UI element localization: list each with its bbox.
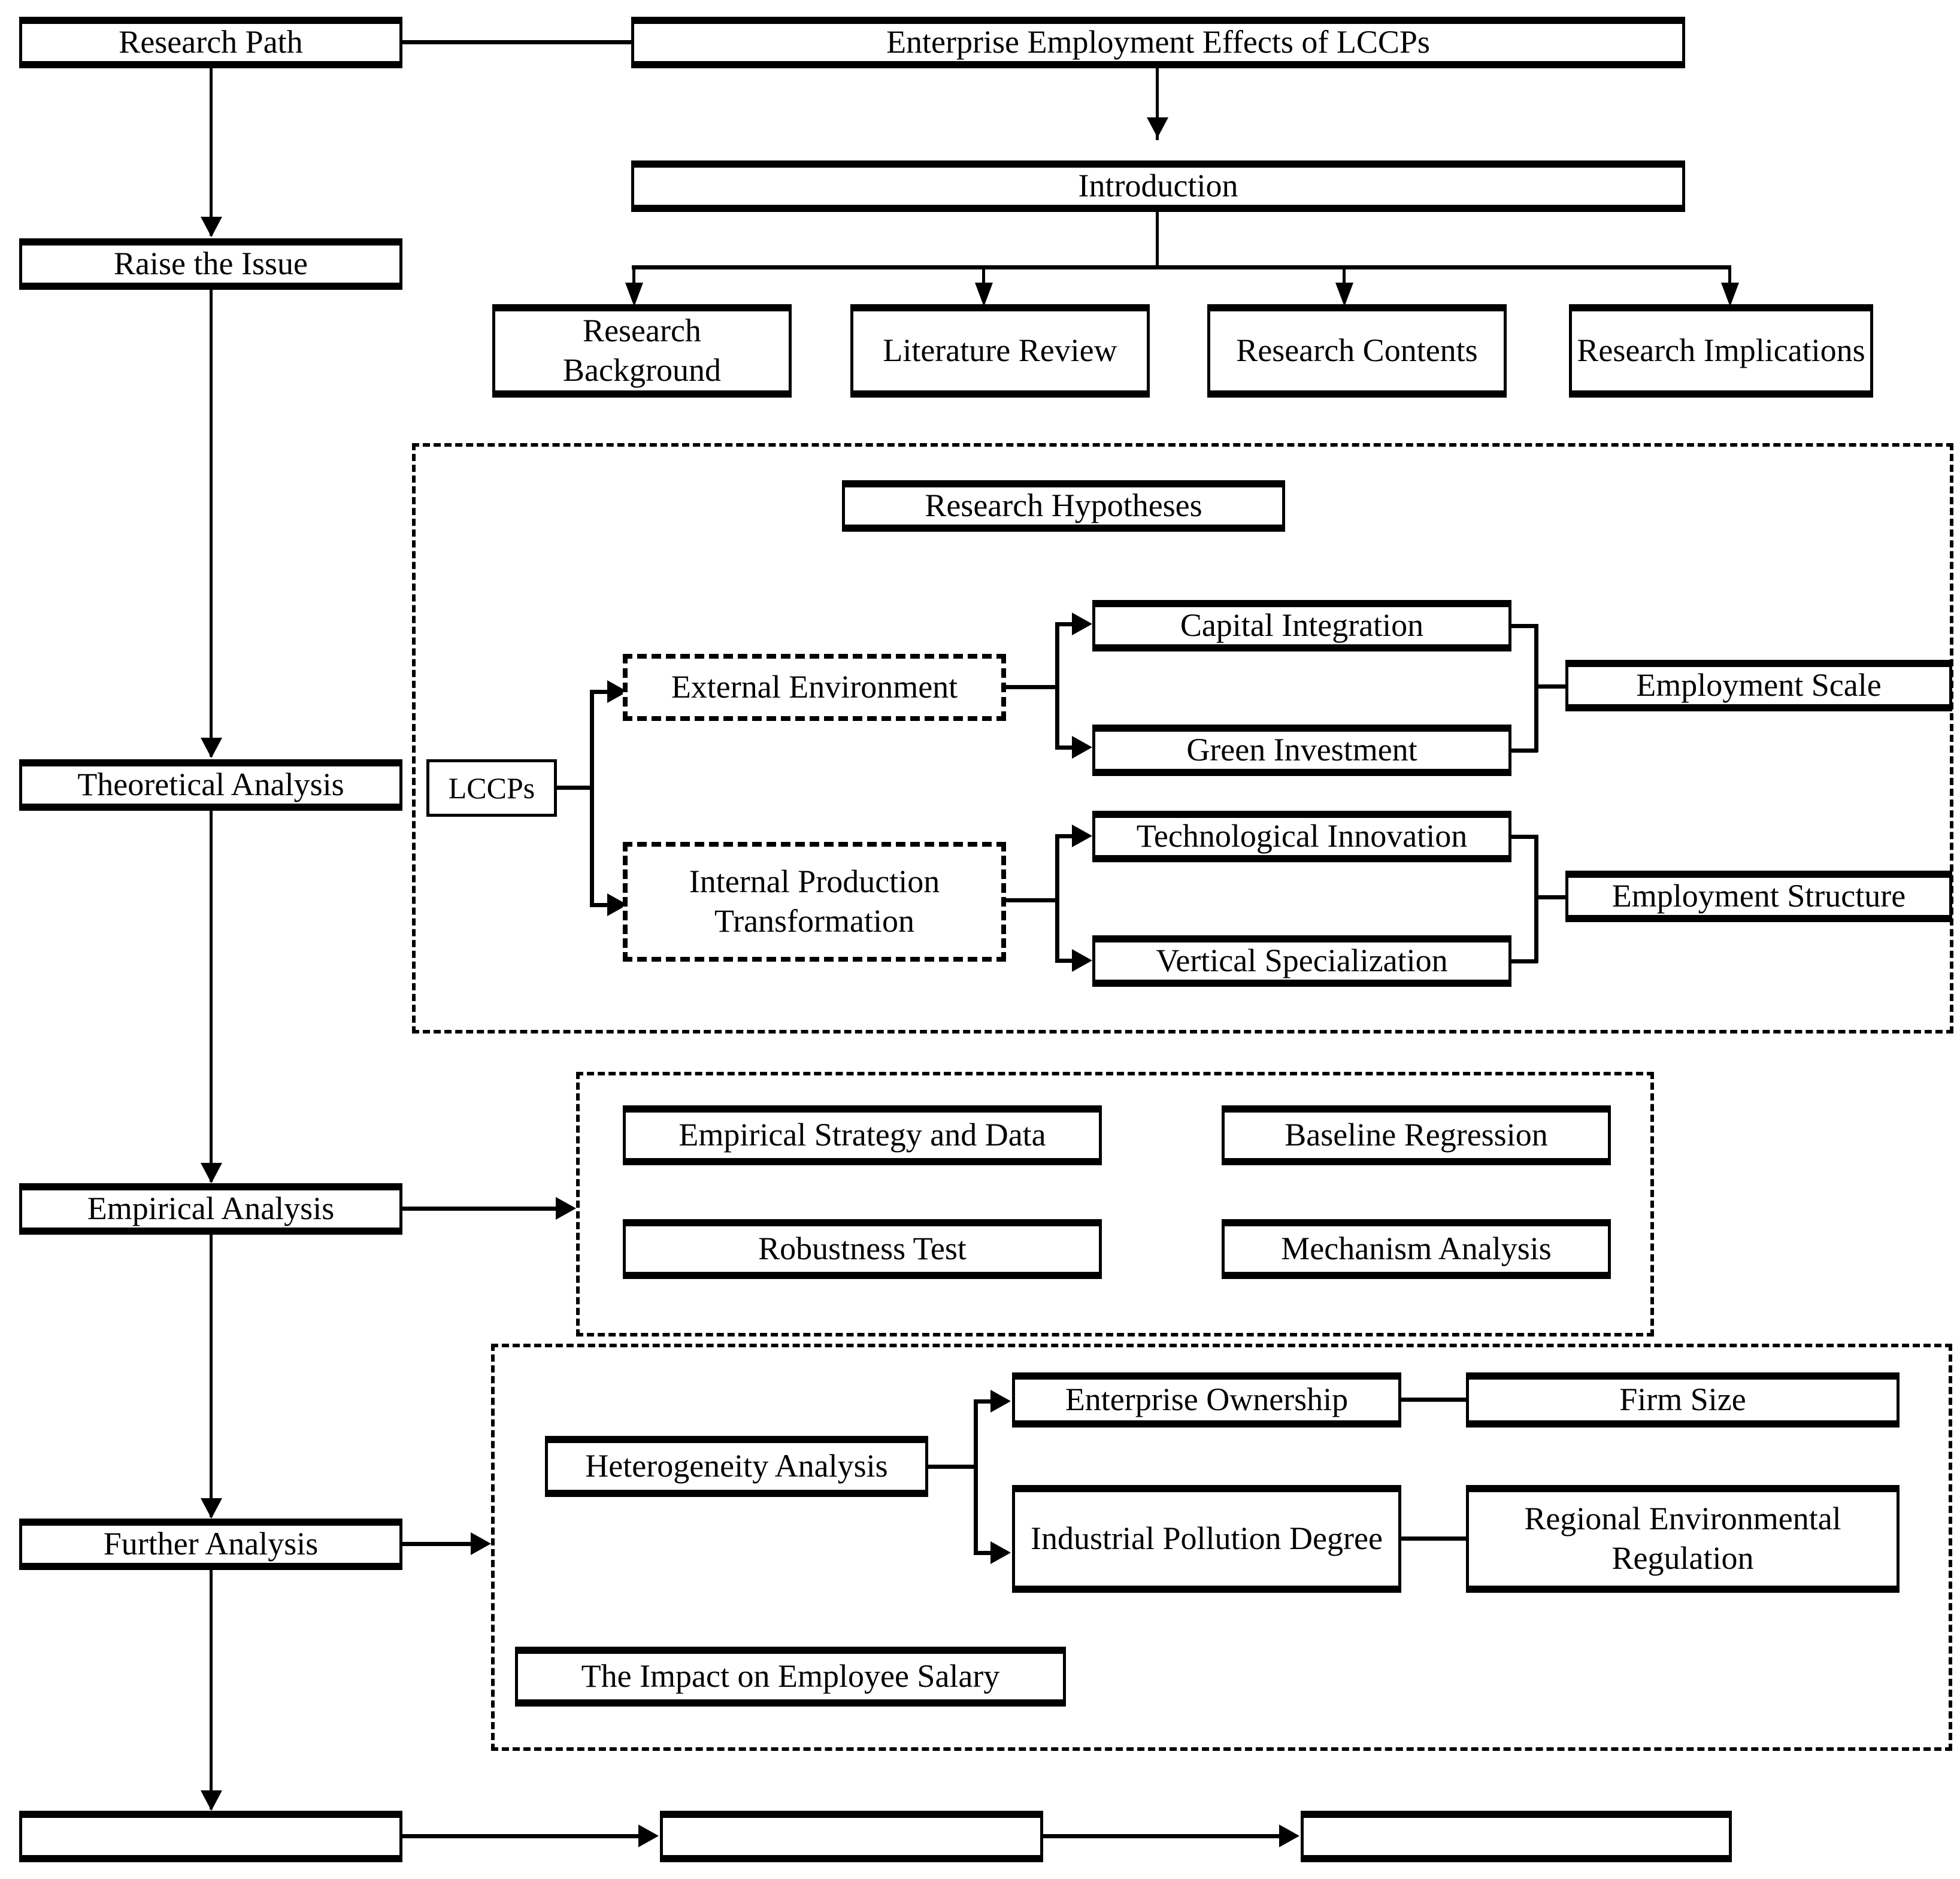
arrowhead-down-summary: [201, 1790, 222, 1811]
connector-further-to-summary: [210, 1570, 213, 1810]
arrowhead-right-technological-innovation: [1072, 825, 1092, 847]
external-environment-box[interactable]: External Environment: [623, 654, 1006, 721]
arrowhead-down-theoretical: [201, 738, 222, 758]
connector-bus-to-employment-structure: [1534, 895, 1568, 899]
connector-vertical-out: [1511, 959, 1538, 963]
further-analysis-group: [491, 1344, 1952, 1751]
connector-research-path-to-raise: [210, 68, 213, 236]
connector-theoretical-to-empirical: [210, 811, 213, 1182]
capital-integration-box[interactable]: Capital Integration: [1092, 600, 1511, 651]
connector-raise-to-theoretical: [210, 290, 213, 757]
connector-intro-drop-2: [982, 265, 985, 295]
connector-external-stem: [1006, 685, 1059, 689]
connector-heterogeneity-stem: [928, 1465, 977, 1469]
industrial-pollution-degree-box[interactable]: Industrial Pollution Degree: [1012, 1485, 1401, 1593]
intro-child-research-implications[interactable]: Research Implications: [1569, 304, 1873, 398]
baseline-regression-box[interactable]: Baseline Regression: [1222, 1105, 1611, 1165]
summary-box[interactable]: [19, 1811, 402, 1862]
arrowhead-down-further: [201, 1498, 222, 1519]
connector-lccps-to-internal: [590, 903, 613, 907]
arrowhead-down-introduction: [1147, 117, 1168, 138]
connector-internal-to-vertical: [1055, 959, 1078, 963]
left-item-empirical-analysis[interactable]: Empirical Analysis: [19, 1183, 402, 1235]
connector-bus-to-employment-scale: [1534, 684, 1568, 689]
connector-intro-stem: [1156, 212, 1159, 267]
intro-child-research-contents[interactable]: Research Contents: [1207, 304, 1507, 398]
left-item-theoretical-analysis[interactable]: Theoretical Analysis: [19, 759, 402, 811]
theoretical-analysis-group: [412, 443, 1953, 1034]
vertical-specialization-box[interactable]: Vertical Specialization: [1092, 935, 1511, 987]
arrowhead-right-enterprise-ownership: [990, 1390, 1011, 1413]
arrowhead-down-empirical: [201, 1163, 222, 1183]
heterogeneity-analysis-box[interactable]: Heterogeneity Analysis: [545, 1436, 928, 1497]
connector-intro-drop-4: [1728, 265, 1731, 295]
firm-size-box[interactable]: Firm Size: [1466, 1372, 1900, 1428]
research-hypotheses-box[interactable]: Research Hypotheses: [842, 480, 1285, 532]
regional-environmental-regulation-box[interactable]: Regional Environmental Regulation: [1466, 1485, 1900, 1593]
arrowhead-right-empirical-group: [556, 1197, 576, 1220]
robustness-test-box[interactable]: Robustness Test: [623, 1219, 1102, 1279]
arrowhead-down-research-implications: [1721, 283, 1739, 307]
empirical-strategy-and-data-box[interactable]: Empirical Strategy and Data: [623, 1105, 1102, 1165]
employment-structure-box[interactable]: Employment Structure: [1565, 871, 1952, 922]
enterprise-ownership-box[interactable]: Enterprise Ownership: [1012, 1372, 1401, 1428]
green-investment-box[interactable]: Green Investment: [1092, 725, 1511, 776]
arrowhead-down-research-contents: [1335, 283, 1353, 307]
connector-internal-bus: [1055, 834, 1059, 961]
connector-heterogeneity-bus: [974, 1399, 978, 1555]
connector-ownership-to-firmsize: [1401, 1398, 1472, 1402]
connector-het-to-ownership: [974, 1399, 996, 1404]
left-item-raise-the-issue[interactable]: Raise the Issue: [19, 238, 402, 290]
connector-capital-out: [1511, 624, 1538, 628]
connector-root-to-introduction: [1156, 68, 1159, 140]
arrowhead-down-research-background: [625, 283, 643, 307]
connector-lccps-bus: [590, 690, 594, 905]
arrowhead-right-conclusions: [638, 1825, 659, 1847]
employee-salary-impact-box[interactable]: The Impact on Employee Salary: [515, 1647, 1066, 1707]
connector-external-bus: [1055, 622, 1059, 748]
lccps-box[interactable]: LCCPs: [426, 759, 557, 817]
technological-innovation-box[interactable]: Technological Innovation: [1092, 811, 1511, 862]
connector-lccps-stem: [557, 786, 594, 790]
arrowhead-right-green-investment: [1072, 736, 1092, 759]
mechanism-analysis-box[interactable]: Mechanism Analysis: [1222, 1219, 1611, 1279]
connector-research-path-to-root: [402, 40, 631, 44]
left-item-further-analysis[interactable]: Further Analysis: [19, 1519, 402, 1570]
connector-empirical-to-further: [210, 1235, 213, 1517]
arrowhead-down-literature-review: [975, 283, 993, 307]
arrowhead-right-industrial-pollution: [990, 1541, 1011, 1564]
empirical-analysis-group: [576, 1072, 1654, 1336]
policy-recommendations-box[interactable]: [1301, 1811, 1732, 1862]
connector-conclusions-to-policy: [1043, 1834, 1283, 1838]
arrowhead-right-capital-integration: [1072, 613, 1092, 635]
arrowhead-right-further-group: [471, 1532, 491, 1555]
connector-tech-out: [1511, 835, 1538, 839]
connector-green-out: [1511, 748, 1538, 753]
conclusions-box[interactable]: [660, 1811, 1043, 1862]
connector-intro-drop-1: [632, 265, 635, 295]
connector-pollution-to-regulation: [1401, 1536, 1472, 1541]
connector-summary-to-conclusions: [402, 1834, 642, 1838]
connector-internal-to-tech: [1055, 834, 1078, 838]
connector-empirical-to-group: [402, 1207, 559, 1211]
intro-child-research-background[interactable]: Research Background: [492, 304, 792, 398]
connector-further-to-group: [402, 1542, 474, 1546]
connector-lccps-to-external: [590, 690, 613, 694]
root-title-box[interactable]: Enterprise Employment Effects of LCCPs: [631, 17, 1685, 68]
introduction-box[interactable]: Introduction: [631, 160, 1685, 212]
connector-external-to-green: [1055, 745, 1078, 750]
intro-child-literature-review[interactable]: Literature Review: [850, 304, 1150, 398]
connector-intro-drop-3: [1343, 265, 1346, 295]
arrowhead-right-policy: [1279, 1825, 1299, 1847]
internal-production-transformation-box[interactable]: Internal Production Transformation: [623, 842, 1006, 962]
connector-intro-bus: [632, 265, 1731, 269]
arrowhead-right-vertical-specialization: [1072, 949, 1092, 972]
arrowhead-down-raise-issue: [201, 217, 222, 237]
employment-scale-box[interactable]: Employment Scale: [1565, 660, 1952, 711]
left-item-research-path[interactable]: Research Path: [19, 17, 402, 68]
connector-het-to-pollution: [974, 1551, 996, 1555]
connector-external-to-capital: [1055, 622, 1078, 626]
connector-internal-stem: [1006, 898, 1059, 902]
